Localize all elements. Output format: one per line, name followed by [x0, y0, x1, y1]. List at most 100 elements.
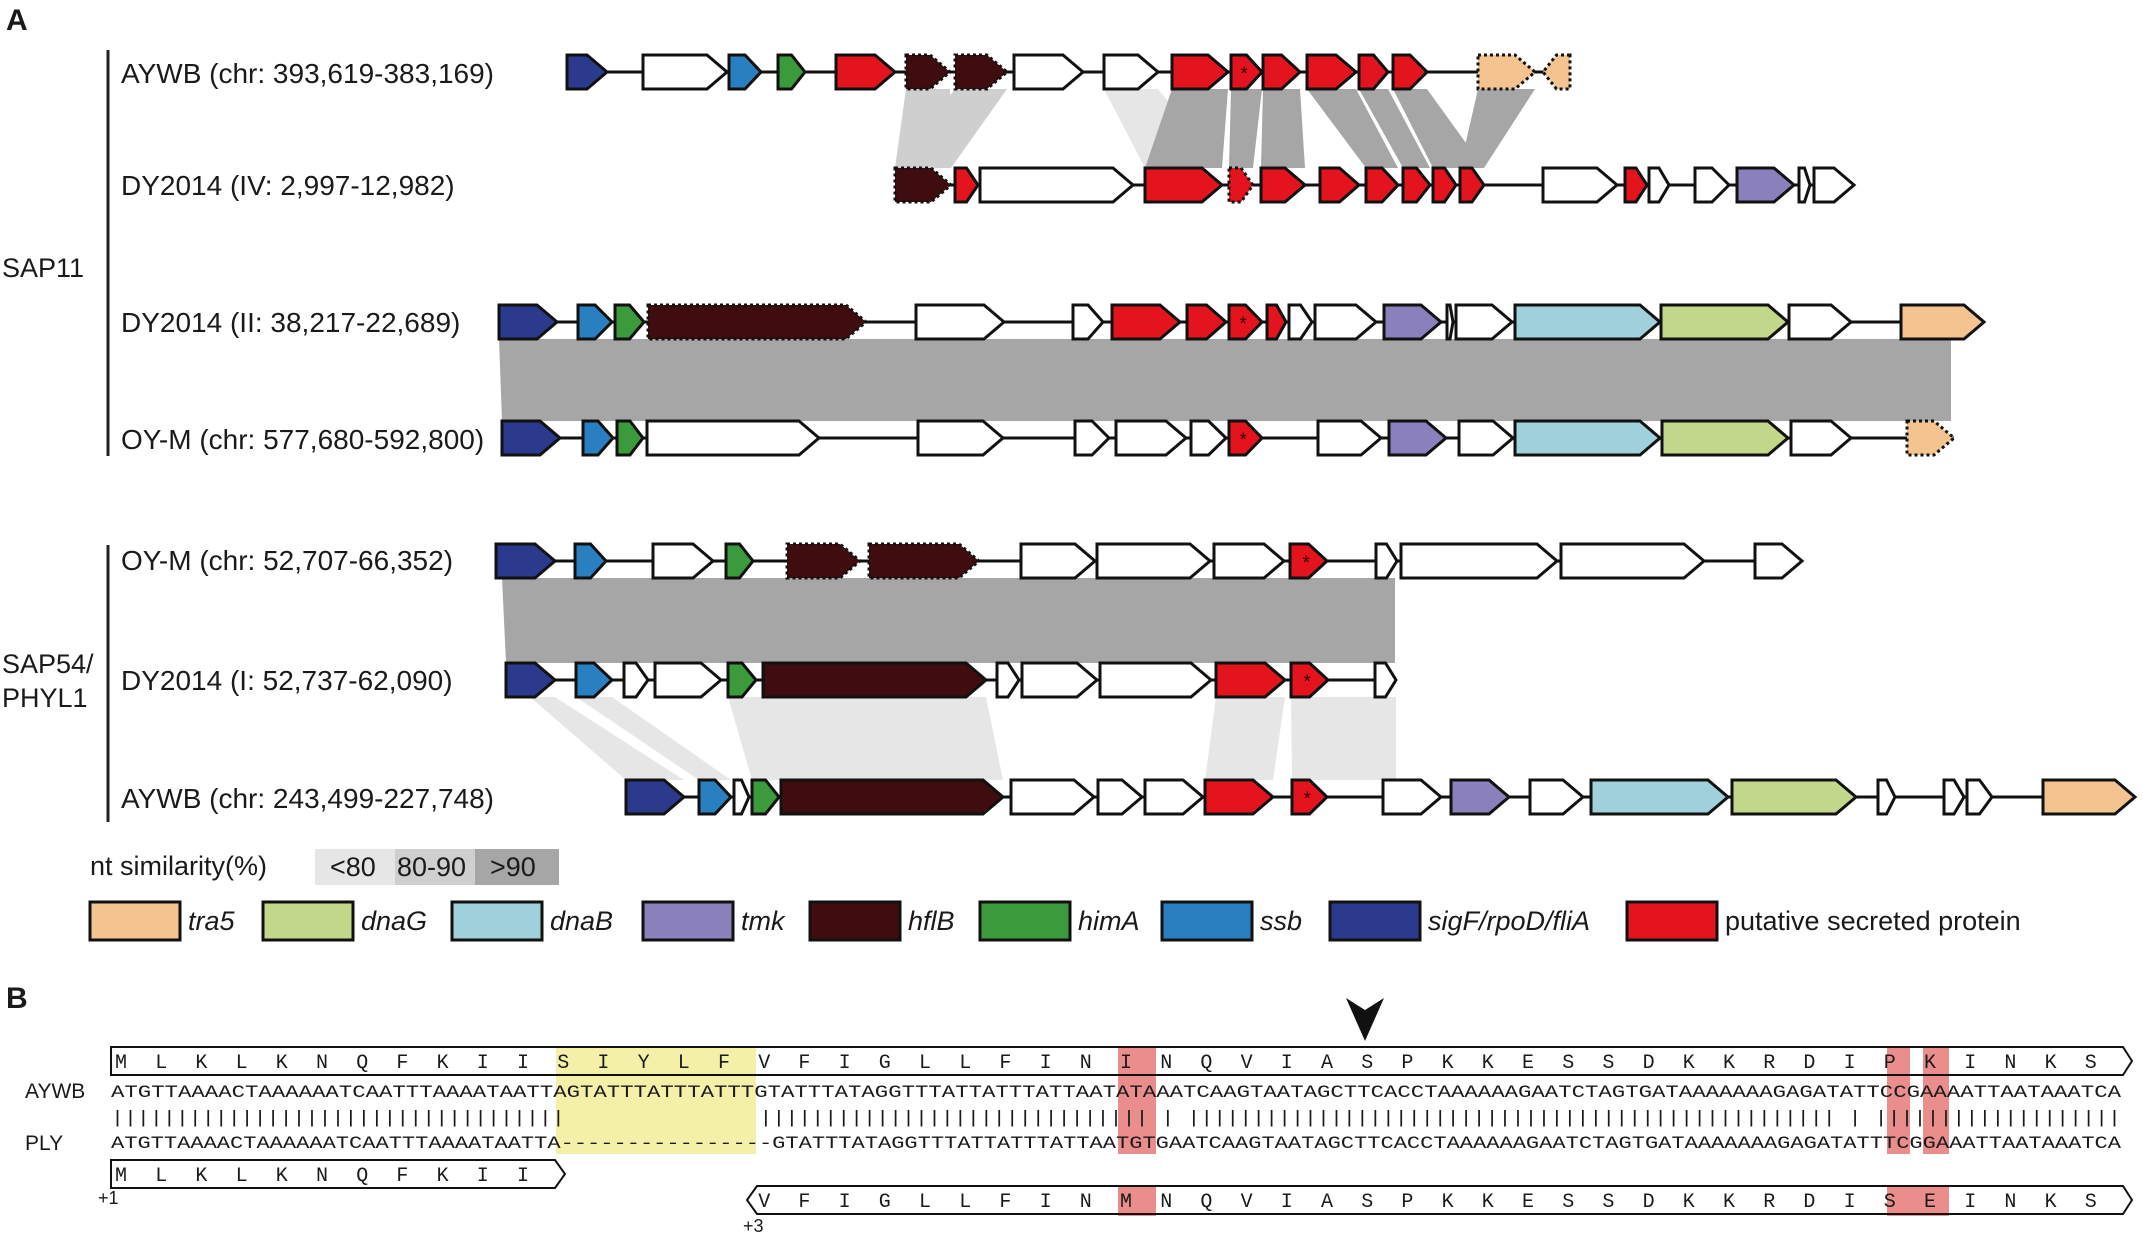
similarity-band-11 — [502, 578, 1395, 663]
similarity-low-label: <80 — [330, 852, 376, 882]
similarity-band-8 — [1393, 89, 1484, 168]
frame3-label: +3 — [743, 1216, 764, 1236]
aa-f3-26: D — [1803, 1191, 1815, 1214]
cleavage-arrowhead — [1346, 998, 1384, 1041]
aa-top-31: S — [1361, 1052, 1373, 1075]
gene-other-4-11 — [1399, 542, 1560, 580]
aa-f3-3: G — [879, 1191, 891, 1214]
aa-top-33: K — [1442, 1052, 1454, 1075]
gene-other-0-8 — [1102, 53, 1161, 91]
aa-top-5: N — [316, 1052, 328, 1075]
gene-dnab-3-12 — [1513, 419, 1663, 457]
aa-f3-13: I — [1281, 1191, 1293, 1214]
aa-top-46: I — [1964, 1052, 1976, 1075]
gene-other-1-16 — [1797, 166, 1812, 204]
gene-other-6-12 — [1528, 778, 1586, 816]
gene-other-4-7 — [1095, 542, 1213, 580]
track-label-oym-sap11: OY-M (chr: 577,680-592,800) — [121, 424, 484, 455]
gene-secreted-3-8 — [1227, 419, 1265, 457]
aa-top-49: S — [2085, 1052, 2097, 1075]
aa-top-8: K — [437, 1052, 449, 1075]
aa-f3-18: K — [1482, 1191, 1494, 1214]
ply-sequence: ATGTTAAAACTAAAAAATCAATTTAAAATAATTA------… — [111, 1134, 2122, 1154]
gene-secreted-1-9 — [1431, 166, 1458, 204]
secreted-marker-0-10: * — [1241, 64, 1249, 85]
gene-hflb-5-5 — [761, 661, 989, 699]
gene-secreted-6-9 — [1290, 778, 1330, 816]
gene-secreted-1-10 — [1458, 166, 1486, 204]
similarity-band-10 — [499, 339, 1951, 421]
track-label-dy2014-iv: DY2014 (IV: 2,997-12,982) — [121, 170, 455, 201]
group-sap11: SAP11 — [2, 253, 84, 283]
aa-f3-24: K — [1723, 1191, 1735, 1214]
gene-other-6-16 — [1942, 778, 1966, 816]
substitution-highlight-4 — [1118, 1185, 1156, 1216]
substitution-highlight-3 — [1923, 1047, 1949, 1154]
deletion-highlight — [556, 1047, 756, 1154]
similarity-high-label: >90 — [490, 852, 536, 882]
gene-secreted-1-6 — [1318, 166, 1362, 204]
gene-other-4-6 — [1019, 542, 1098, 580]
aa-top-26: N — [1160, 1052, 1172, 1075]
gene-hflb-0-6 — [953, 53, 1010, 91]
gene-other-0-1 — [641, 53, 730, 91]
similarity-scale-title: nt similarity(%) — [90, 851, 267, 881]
similarity-band-12 — [530, 697, 684, 780]
gene-other-5-2 — [622, 661, 650, 699]
legend-swatch-hima — [978, 900, 1072, 942]
gene-other-2-13 — [1445, 303, 1455, 341]
gene-sigf-4-0 — [494, 542, 558, 580]
legend-label-hflb: hflB — [908, 906, 955, 936]
aa-f3-2: I — [839, 1191, 851, 1214]
secreted-marker-2-8: * — [1240, 314, 1248, 335]
gene-ssb-2-1 — [576, 303, 615, 341]
gene-other-3-11 — [1457, 419, 1516, 457]
secreted-marker-6-9: * — [1304, 789, 1312, 810]
similarity-band-15 — [1205, 697, 1285, 780]
aa-f3-4: L — [919, 1191, 931, 1214]
gene-other-1-2 — [978, 166, 1136, 204]
aa-top-17: F — [798, 1052, 810, 1075]
aa-top-44: P — [1884, 1052, 1896, 1075]
ply-seq-label: PLY — [25, 1132, 63, 1155]
legend-swatch-dnab — [450, 900, 544, 942]
group-sap54-line2: PHYL1 — [2, 683, 88, 713]
aa-top-18: I — [839, 1052, 851, 1075]
track-label-oym-sap54: OY-M (chr: 52,707-66,352) — [121, 545, 453, 576]
gene-secreted-1-3 — [1143, 166, 1225, 204]
gene-hflb-1-0 — [893, 166, 954, 204]
gene-other-3-6 — [1114, 419, 1189, 457]
aa-f3-19: E — [1522, 1191, 1534, 1214]
similarity-high-swatch — [475, 849, 559, 885]
aa-top-14: L — [678, 1052, 690, 1075]
aa-f1-6: Q — [356, 1165, 368, 1188]
aa-top-29: I — [1281, 1052, 1293, 1075]
aa-top-42: D — [1803, 1052, 1815, 1075]
gene-other-6-6 — [1096, 778, 1145, 816]
legend-label-sigf: sigF/rpoD/fliA — [1428, 906, 1590, 936]
aa-top-25: I — [1120, 1052, 1132, 1075]
gene-tra5-0-15 — [1476, 53, 1538, 91]
aywb-seq-label: AYWB — [25, 1080, 85, 1103]
aa-f3-8: N — [1080, 1191, 1092, 1214]
gene-secreted-4-9 — [1288, 542, 1330, 580]
aa-top-0: M — [115, 1052, 127, 1075]
aa-f3-15: S — [1361, 1191, 1373, 1214]
aa-top-13: Y — [638, 1052, 650, 1075]
gene-hima-3-2 — [615, 419, 645, 457]
aa-f1-0: M — [115, 1165, 127, 1188]
aa-top-21: L — [959, 1052, 971, 1075]
gene-dnab-6-13 — [1589, 778, 1731, 816]
similarity-band-16 — [1291, 697, 1396, 780]
secreted-marker-3-8: * — [1240, 430, 1248, 451]
aa-top-1: L — [155, 1052, 167, 1075]
gene-tra5-0-16 — [1541, 53, 1572, 91]
similarity-band-5 — [1261, 89, 1305, 168]
gene-hima-2-2 — [613, 303, 646, 341]
aa-top-7: F — [396, 1052, 408, 1075]
panel-label-a: A — [6, 4, 28, 37]
similarity-mid-swatch — [395, 849, 475, 885]
gene-other-5-11 — [1373, 661, 1398, 699]
